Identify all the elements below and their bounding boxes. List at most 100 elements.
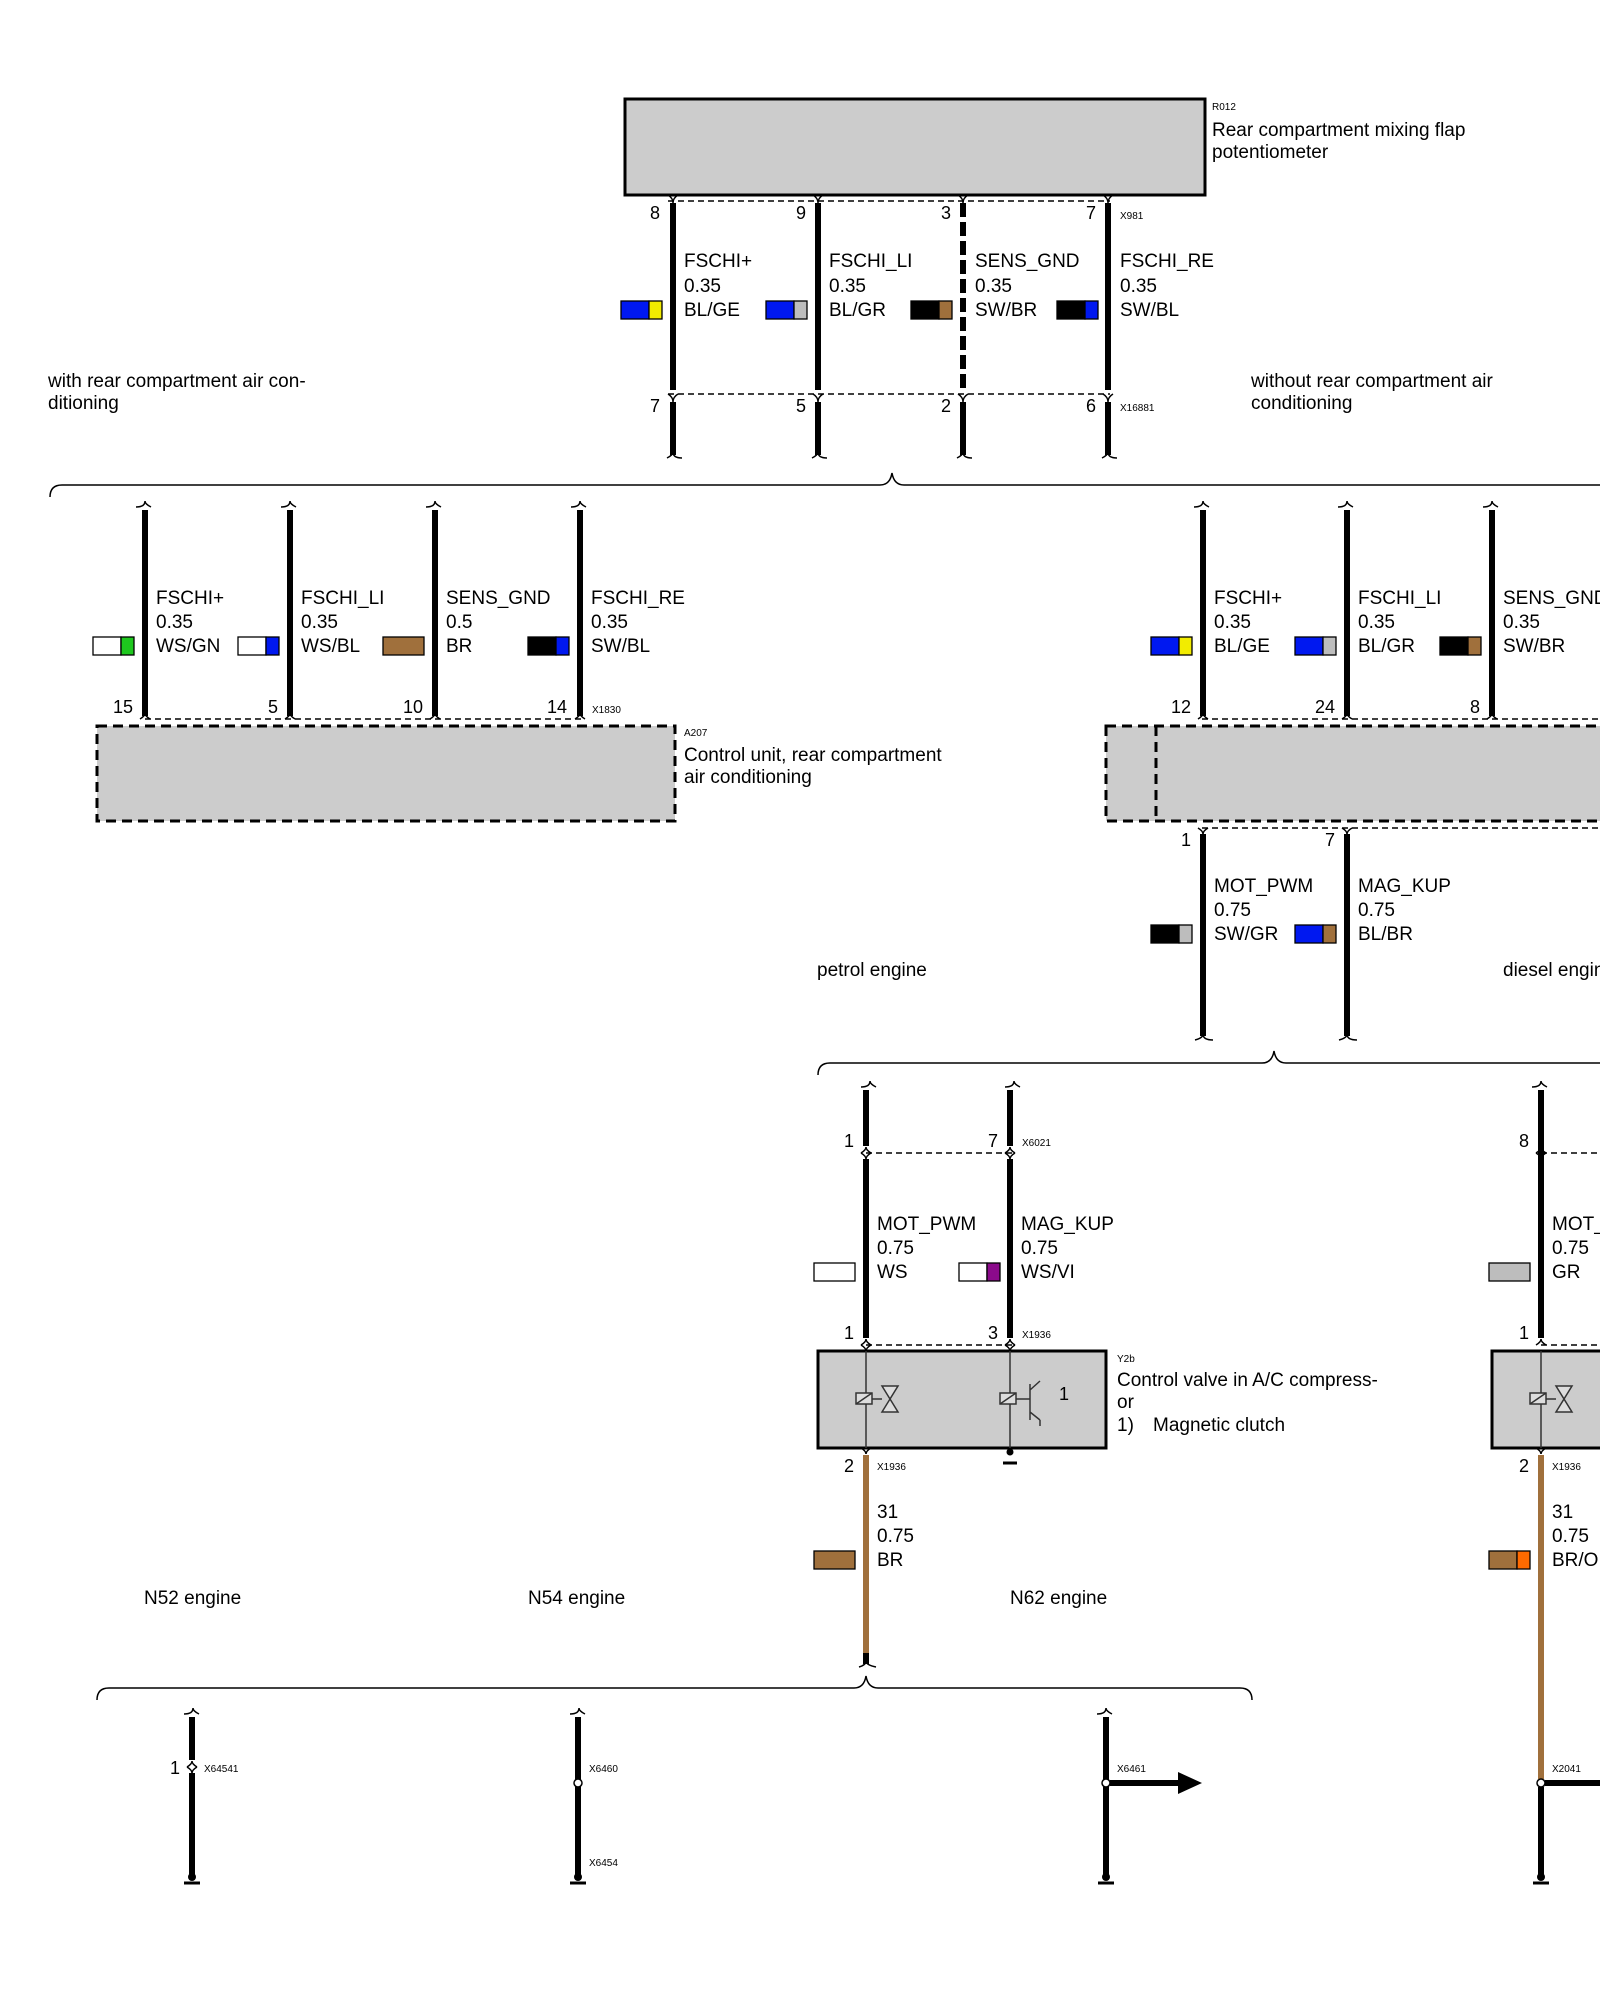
right-wire-1-name: FSCHI+ xyxy=(1214,588,1282,609)
ground-node xyxy=(1006,1448,1014,1456)
y2b-symbol-number: 1 xyxy=(1059,1384,1069,1404)
diesel-wire-mot: 8 1 MOT_ 0.75 GR xyxy=(1488,1080,1600,1346)
right-wire-1-color: BL/GE xyxy=(1214,636,1270,657)
top-wire-4-size: 0.35 xyxy=(1120,276,1157,297)
color-swatch xyxy=(1488,1262,1531,1282)
left-wire-fschi-li: 5 FSCHI_LI 0.35 WS/BL xyxy=(237,500,384,720)
color-swatch-stripe xyxy=(1322,924,1337,944)
diesel-wire-pin-top: 8 xyxy=(1519,1131,1529,1151)
color-swatch-primary xyxy=(1294,636,1324,656)
petrol-wire-1-pin-bottom: 1 xyxy=(844,1323,854,1343)
a207-name-line2: air conditioning xyxy=(684,767,812,788)
color-swatch-primary xyxy=(1439,636,1469,656)
petrol-ground-size: 0.75 xyxy=(877,1526,914,1547)
diesel-connector-x1936-label: X1936 xyxy=(1552,1462,1581,1473)
color-swatch-primary xyxy=(1056,300,1086,320)
top-wire-4-pin-top: 7 xyxy=(1086,203,1096,223)
top-wire-1-pin-bottom: 7 xyxy=(650,396,660,416)
color-swatch-primary xyxy=(910,300,940,320)
right-out-wire-2-pin: 7 xyxy=(1325,830,1335,850)
right-out-wire-1-size: 0.75 xyxy=(1214,900,1251,921)
petrol-wire-2-size: 0.75 xyxy=(1021,1238,1058,1259)
color-swatch-stripe xyxy=(1084,300,1099,320)
diesel-ground-color: BR/OI xyxy=(1552,1550,1600,1571)
color-swatch-primary xyxy=(1150,636,1180,656)
color-swatch-stripe xyxy=(265,636,280,656)
left-wire-3-color: BR xyxy=(446,636,472,657)
right-wire-2-name: FSCHI_LI xyxy=(1358,588,1441,609)
left-wire-2-size: 0.35 xyxy=(301,612,338,633)
petrol-wire-2-pin-bottom: 3 xyxy=(988,1323,998,1343)
left-wire-fschi-plus: 15 FSCHI+ 0.35 WS/GN xyxy=(92,500,224,720)
right-out-wire-mot-pwm: 1 MOT_PWM 0.75 SW/GR xyxy=(1150,827,1313,1041)
top-wire-sens-gnd: 3 2 SENS_GND 0.35 SW/BR xyxy=(910,194,1080,459)
left-wire-4-size: 0.35 xyxy=(591,612,628,633)
continuation-arrow-icon xyxy=(1178,1772,1202,1794)
r012-name-line2: potentiometer xyxy=(1212,142,1329,163)
diesel-wire-name: MOT_ xyxy=(1552,1214,1600,1235)
top-wire-2-size: 0.35 xyxy=(829,276,866,297)
left-wire-1-name: FSCHI+ xyxy=(156,588,224,609)
left-wire-fschi-re: 14 FSCHI_RE 0.35 SW/BL xyxy=(527,500,685,720)
variant-n54-engine: N54 engine xyxy=(528,1588,625,1609)
connector-x16881-label: X16881 xyxy=(1120,403,1155,414)
right-wire-2-color: BL/GR xyxy=(1358,636,1415,657)
petrol-ground-pin: 2 xyxy=(844,1456,854,1476)
top-wire-3-pin-bottom: 2 xyxy=(941,396,951,416)
variant-without-rear-ac-line1: without rear compartment air xyxy=(1250,371,1493,392)
top-wire-4-pin-bottom: 6 xyxy=(1086,396,1096,416)
color-swatch-primary xyxy=(92,636,122,656)
top-wire-fschi-re: 7 6 FSCHI_RE 0.35 SW/BL xyxy=(1056,194,1214,459)
top-wire-4-color: SW/BL xyxy=(1120,300,1179,321)
right-wire-3-color: SW/BR xyxy=(1503,636,1565,657)
top-wire-1-name: FSCHI+ xyxy=(684,251,752,272)
a207-id: A207 xyxy=(684,728,708,739)
right-wire-3-size: 0.35 xyxy=(1503,612,1540,633)
petrol-wire-mag-kup: 7 3 MAG_KUP 0.75 WS/VI xyxy=(958,1080,1114,1352)
color-swatch-stripe xyxy=(986,1262,1001,1282)
top-wire-2-name: FSCHI_LI xyxy=(829,251,912,272)
top-wire-1-color: BL/GE xyxy=(684,300,740,321)
variant-diesel-engine: diesel engin xyxy=(1503,960,1600,981)
variant-petrol-engine: petrol engine xyxy=(817,960,927,981)
variant-brace-rear-ac xyxy=(49,472,1600,498)
left-wire-4-name: FSCHI_RE xyxy=(591,588,685,609)
connector-x6454-label: X6454 xyxy=(589,1858,618,1869)
left-wire-4-color: SW/BL xyxy=(591,636,650,657)
connector-x1936-top-label: X1936 xyxy=(1022,1330,1051,1341)
top-wire-1-size: 0.35 xyxy=(684,276,721,297)
left-wire-3-pin: 10 xyxy=(403,697,423,717)
petrol-wire-1-color: WS xyxy=(877,1262,908,1283)
connector-x6460-label: X6460 xyxy=(589,1764,618,1775)
diesel-wire-color: GR xyxy=(1552,1262,1581,1283)
color-swatch-primary xyxy=(1150,924,1180,944)
left-wire-1-pin: 15 xyxy=(113,697,133,717)
right-wire-3-pin: 8 xyxy=(1470,697,1480,717)
left-wire-3-size: 0.5 xyxy=(446,612,472,633)
n62-ground-branch: X6461 xyxy=(1096,1707,1202,1885)
petrol-ground-name: 31 xyxy=(877,1502,898,1523)
r012-id: R012 xyxy=(1212,102,1236,113)
color-swatch xyxy=(382,636,425,656)
right-wire-fschi-plus: 12 FSCHI+ 0.35 BL/GE xyxy=(1150,500,1282,720)
left-wire-2-pin: 5 xyxy=(268,697,278,717)
connector-x6021-label: X6021 xyxy=(1022,1138,1051,1149)
petrol-wire-2-name: MAG_KUP xyxy=(1021,1214,1114,1235)
diesel-ground-pin: 2 xyxy=(1519,1456,1529,1476)
right-out-wire-2-name: MAG_KUP xyxy=(1358,876,1451,897)
color-swatch-stripe xyxy=(555,636,570,656)
left-wire-1-size: 0.35 xyxy=(156,612,193,633)
n52-ground-pin: 1 xyxy=(170,1758,180,1778)
connector-x1830-label: X1830 xyxy=(592,705,621,716)
color-swatch-primary xyxy=(237,636,267,656)
connector-x2041-label: X2041 xyxy=(1552,1764,1581,1775)
top-wire-2-color: BL/GR xyxy=(829,300,886,321)
y2b-name-line2: or xyxy=(1117,1392,1135,1413)
petrol-wire-1-size: 0.75 xyxy=(877,1238,914,1259)
right-wire-sens-gnd: 8 SENS_GND 0.35 SW/BR xyxy=(1439,500,1600,720)
color-swatch-stripe xyxy=(1178,636,1193,656)
y2b-id: Y2b xyxy=(1117,1354,1135,1365)
right-out-wire-mag-kup: 7 MAG_KUP 0.75 BL/BR xyxy=(1294,827,1451,1041)
right-out-wire-2-color: BL/BR xyxy=(1358,924,1413,945)
right-wire-fschi-li: 24 FSCHI_LI 0.35 BL/GR xyxy=(1294,500,1441,720)
